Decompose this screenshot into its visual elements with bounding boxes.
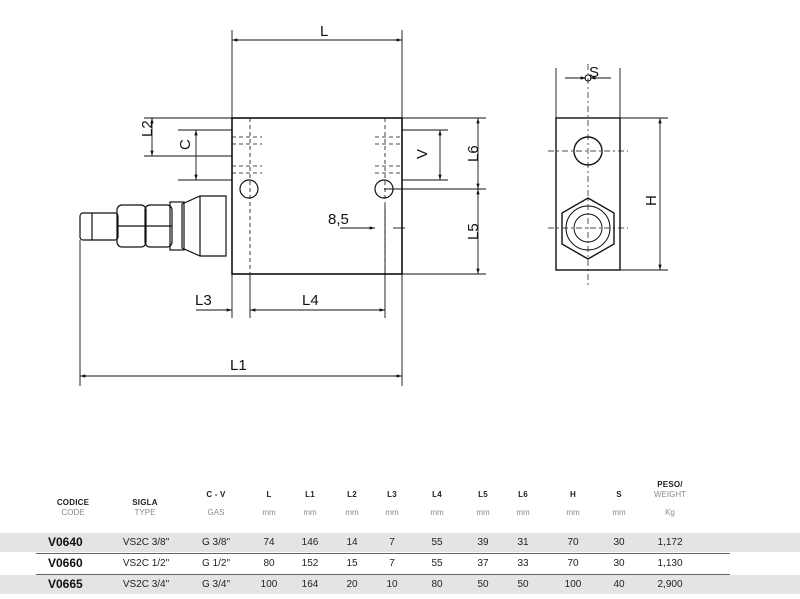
dim-l2: L2 xyxy=(139,120,156,137)
cell-l3: 7 xyxy=(389,558,395,569)
dim-v: V xyxy=(414,149,431,159)
cell-code: V0665 xyxy=(48,577,83,591)
cell-l: 80 xyxy=(263,558,275,569)
cell-h: 70 xyxy=(567,558,579,569)
fitting-stem xyxy=(79,212,119,241)
cell-l6: 33 xyxy=(517,558,529,569)
cell-gas: G 1/2" xyxy=(201,558,230,569)
cell-code: V0640 xyxy=(48,535,83,549)
dim-hole: 8,5 xyxy=(328,211,349,228)
front-view xyxy=(79,117,403,275)
cell-type: VS2C 3/8" xyxy=(122,537,170,548)
cell-l3: 7 xyxy=(389,537,395,548)
cell-l1: 146 xyxy=(301,537,319,548)
dim-l: L xyxy=(320,23,328,40)
cell-l: 74 xyxy=(263,537,275,548)
cell-s: 40 xyxy=(613,579,625,590)
cell-weight: 1,130 xyxy=(657,558,683,569)
dim-l1: L1 xyxy=(230,357,247,374)
cell-l4: 80 xyxy=(431,579,443,590)
header-type: SIGLA TYPE xyxy=(132,498,158,517)
dim-l6: L6 xyxy=(465,145,482,162)
header-h: H mm xyxy=(566,490,580,517)
cell-l5: 50 xyxy=(477,579,489,590)
cell-type: VS2C 3/4" xyxy=(122,579,170,590)
side-hex xyxy=(561,197,615,260)
table-row: V0640 VS2C 3/8" G 3/8" 74 146 14 7 55 39… xyxy=(0,533,800,552)
dim-l4: L4 xyxy=(302,292,319,309)
cell-code: V0660 xyxy=(48,556,83,570)
header-l: L mm xyxy=(262,490,276,517)
header-l6: L6 mm xyxy=(516,490,530,517)
cell-l4: 55 xyxy=(431,537,443,548)
fitting-hex-large xyxy=(181,195,227,257)
header-l3: L3 mm xyxy=(385,490,399,517)
header-weight: PESO/ WEIGHT Kg xyxy=(654,480,686,517)
cell-l2: 20 xyxy=(346,579,358,590)
cell-s: 30 xyxy=(613,537,625,548)
spec-table: CODICE CODE SIGLA TYPE C - V GAS L mm L1… xyxy=(0,478,800,599)
cell-s: 30 xyxy=(613,558,625,569)
cell-weight: 1,172 xyxy=(657,537,683,548)
cell-h: 100 xyxy=(564,579,582,590)
cell-gas: G 3/8" xyxy=(201,537,230,548)
header-l2: L2 mm xyxy=(345,490,359,517)
dim-l3: L3 xyxy=(195,292,212,309)
cell-l5: 39 xyxy=(477,537,489,548)
cell-gas: G 3/4" xyxy=(201,579,230,590)
dim-c: C xyxy=(177,139,194,150)
technical-drawing: L L1 L3 L4 L2 C V L6 L5 8,5 H S xyxy=(79,23,668,386)
dim-h: H xyxy=(643,195,660,206)
row-divider xyxy=(36,574,730,575)
dimension-lines xyxy=(79,30,668,386)
row-divider xyxy=(36,553,730,554)
cell-type: VS2C 1/2" xyxy=(122,558,170,569)
dim-s: S xyxy=(589,64,599,81)
cell-weight: 2,900 xyxy=(657,579,683,590)
header-l1: L1 mm xyxy=(303,490,317,517)
table-row: V0665 VS2C 3/4" G 3/4" 100 164 20 10 80 … xyxy=(0,575,800,594)
cell-l2: 14 xyxy=(346,537,358,548)
table-row: V0660 VS2C 1/2" G 1/2" 80 152 15 7 55 37… xyxy=(0,554,800,573)
dim-l5: L5 xyxy=(465,223,482,240)
cell-l: 100 xyxy=(260,579,278,590)
dimension-labels: L L1 L3 L4 L2 C V L6 L5 8,5 H S xyxy=(139,23,660,374)
mounting-hole-left xyxy=(239,179,259,199)
cell-l5: 37 xyxy=(477,558,489,569)
cell-l1: 164 xyxy=(301,579,319,590)
header-l4: L4 mm xyxy=(430,490,444,517)
header-gas: C - V GAS xyxy=(206,490,226,517)
cell-l2: 15 xyxy=(346,558,358,569)
cell-l6: 50 xyxy=(517,579,529,590)
cell-l3: 10 xyxy=(386,579,398,590)
table-header: CODICE CODE SIGLA TYPE C - V GAS L mm L1… xyxy=(0,478,800,522)
cell-l6: 31 xyxy=(517,537,529,548)
cell-l1: 152 xyxy=(301,558,319,569)
valve-body xyxy=(231,117,403,275)
side-view xyxy=(548,64,628,286)
cell-l4: 55 xyxy=(431,558,443,569)
header-l5: L5 mm xyxy=(476,490,490,517)
header-s: S mm xyxy=(612,490,626,517)
header-code: CODICE CODE xyxy=(56,498,90,517)
cell-h: 70 xyxy=(567,537,579,548)
